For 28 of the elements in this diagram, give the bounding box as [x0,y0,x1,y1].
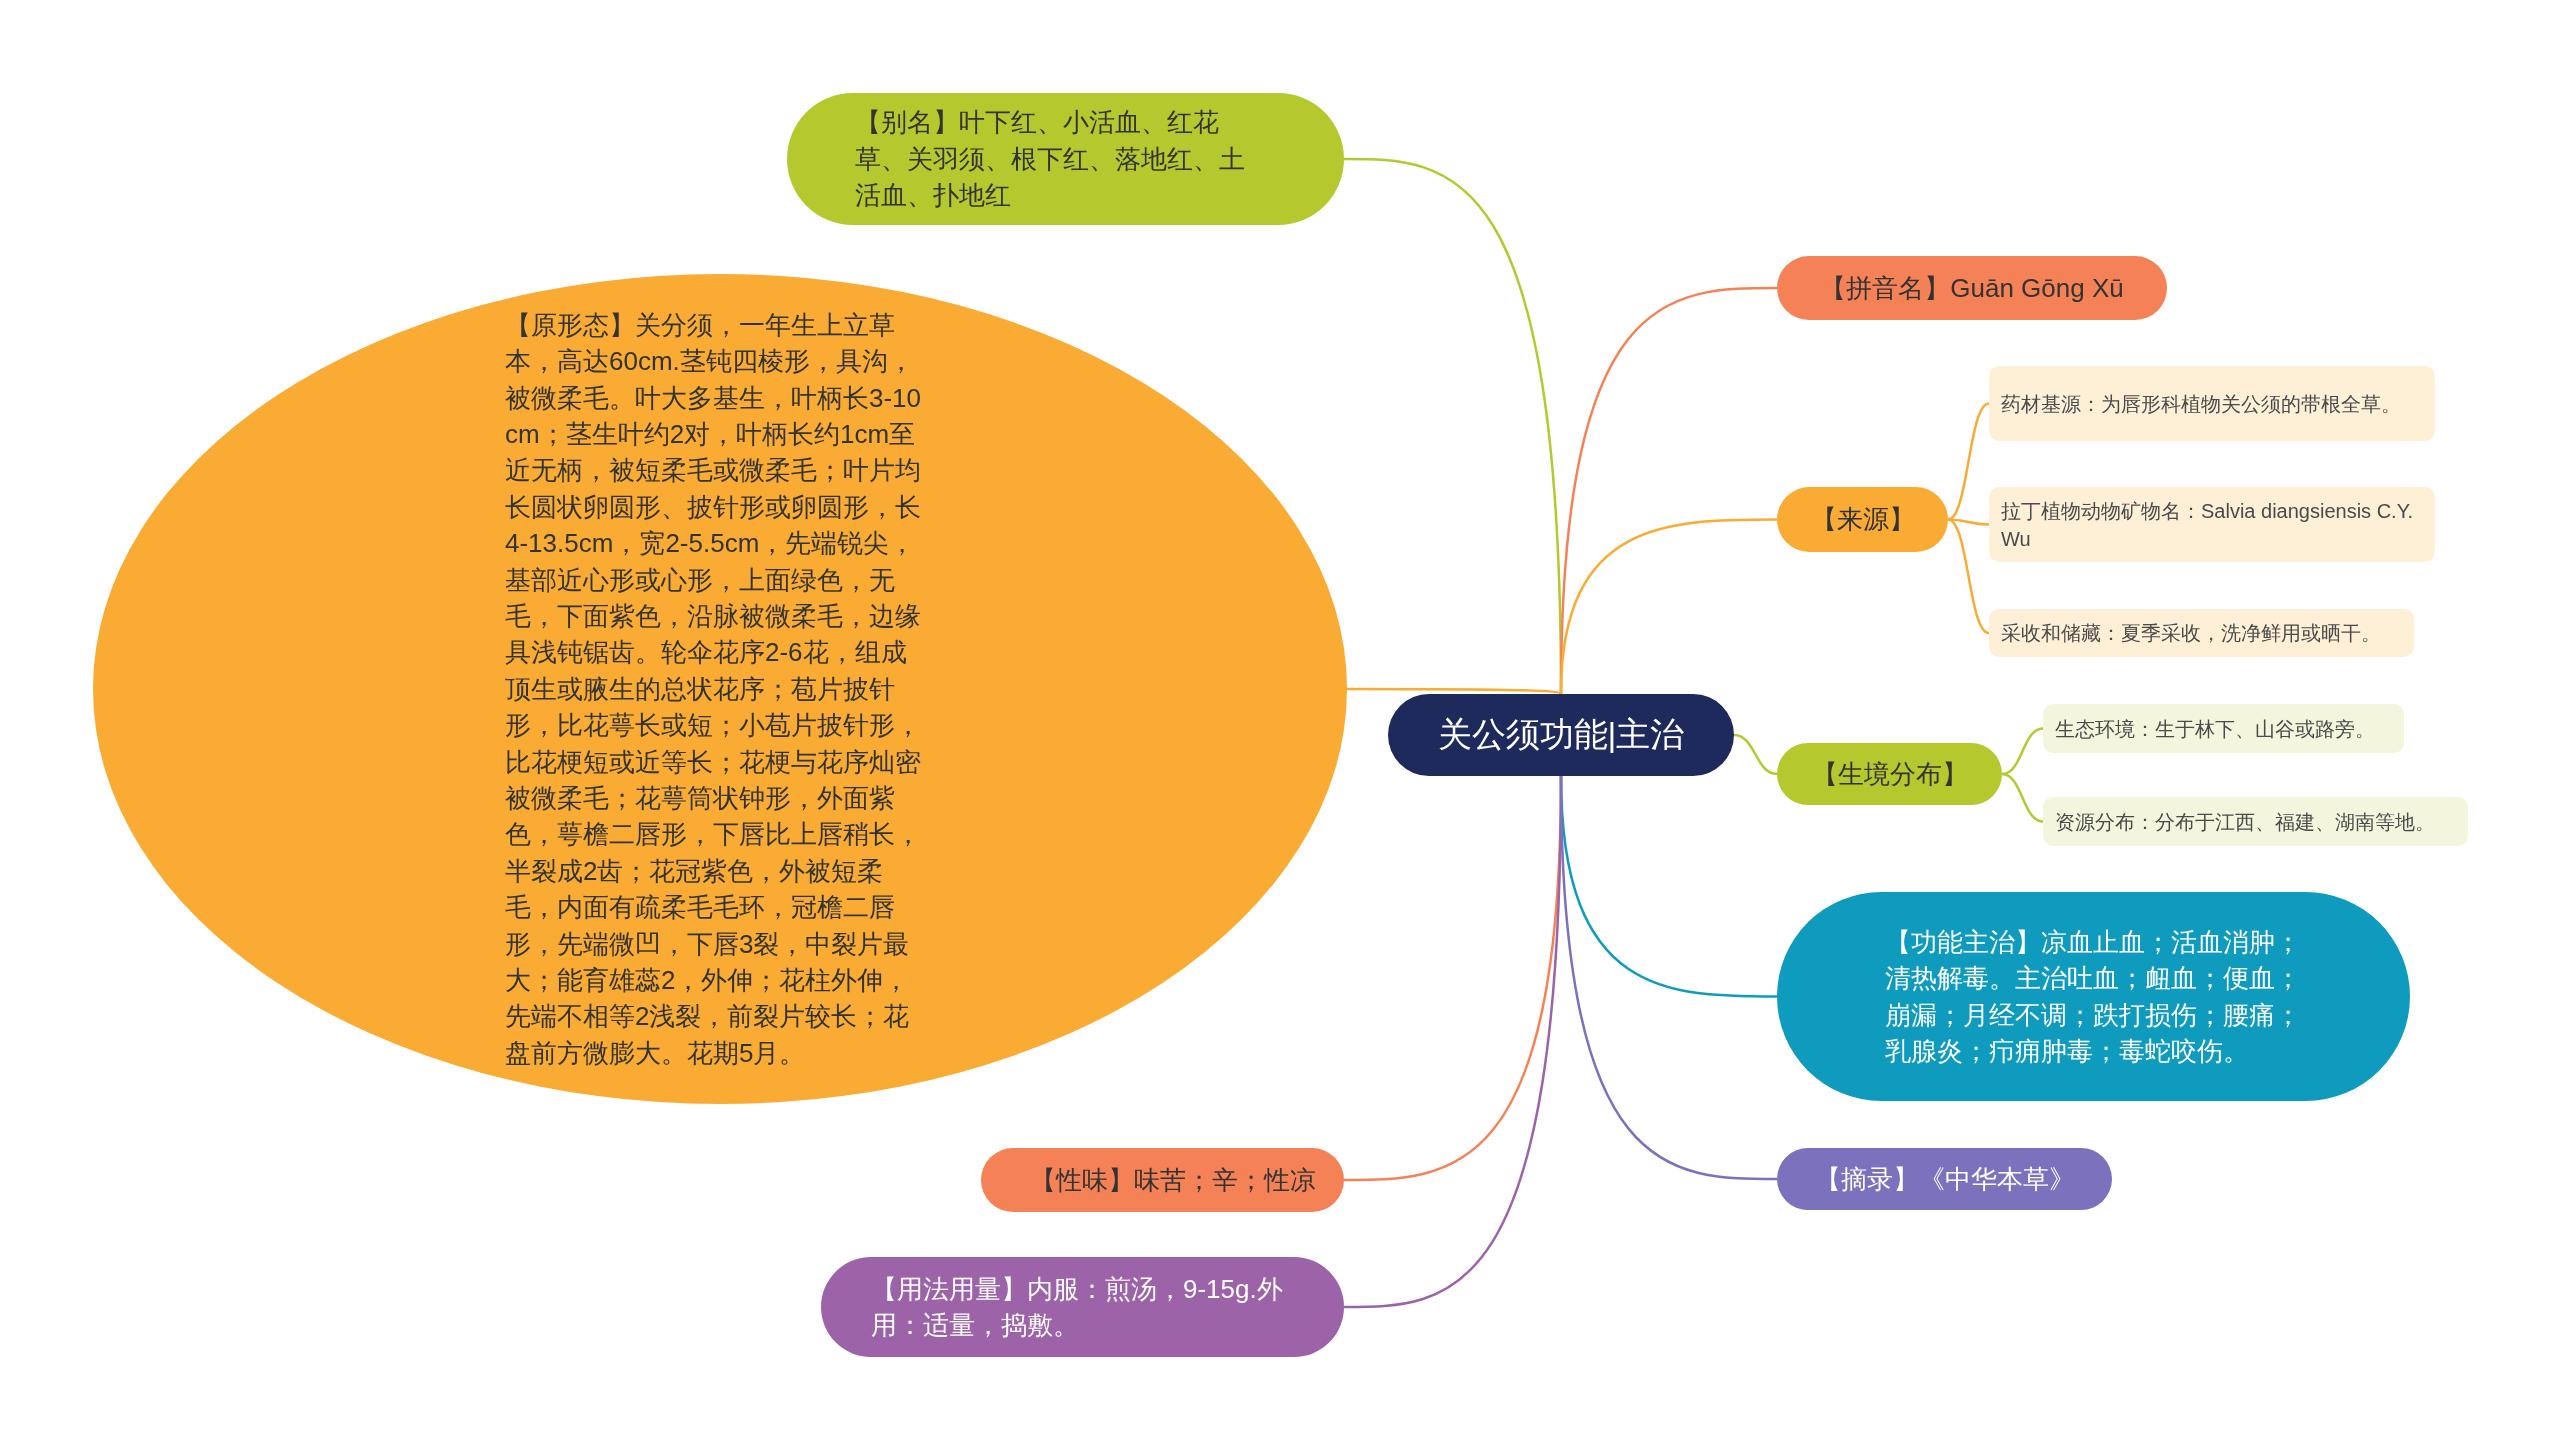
subtopic-card [2043,704,2404,753]
topic-text: 采收和储藏：夏季采收，洗净鲜用或晒干。 [2001,621,2381,646]
topic-text: 【别名】叶下红、小活血、红花草、关羽须、根下红、落地红、土活血、扑地红 [855,106,1246,213]
topic-text: 关公须功能|主治 [1437,714,1685,756]
topic-text: 药材基源：为唇形科植物关公须的带根全草。 [2001,391,2401,417]
topic-text: 【生境分布】 [1811,757,1968,791]
subtopic-card [2043,797,2468,846]
topic-text: 【功能主治】凉血止血；活血消肿；清热解毒。主治吐血；衄血；便血；崩漏；月经不调；跌打损伤；腰痛；乳腺炎；疖痈肿毒；毒蛇咬伤。 [1885,925,2302,1068]
subtopic-card [1989,487,2435,562]
topic-text: 【原形态】关分须，一年生上立草本，高达60cm.茎钝四棱形，具沟，被微柔毛。叶大多基生，叶柄长3-10cm；茎生叶约2对，叶柄长约1cm至近无柄，被短柔毛或微柔毛；叶片均长圆状卵圆形、披针形或卵圆形，长4-13.5cm，宽2-5.5cm，先端锐尖，基部近心形或心形，上面绿色，无毛，下面紫色，沿脉被微柔毛，边缘具浅钝锯齿。轮伞花序2-6花，组成顶生或腋生的总状花序；苞片披针形，比花萼长或短；小苞片披针形，比花梗短或近等长；花梗与花序灿密被微柔毛；花萼筒状钟形，外面紫色，萼檐二唇形，下唇比上唇稍长，半裂成2齿；花冠紫色，外被短柔毛，内面有疏柔毛毛环，冠檐二唇形，先端微凹，下唇3裂，中裂片最大；能育雄蕊2，外伸；花柱外伸，先端不相等2浅裂，前裂片较长；花盘前方微膨大。花期5月。 [505,308,923,1070]
connector-line [1559,775,1777,1181]
subtopic-card [1989,366,2435,441]
connector-line [1947,518,1990,635]
connector-line [1947,402,1990,521]
connector-line [2001,727,2044,776]
topic-text: 【摘录】《中华本草》 [1814,1162,2075,1196]
connector-line [1347,687,1562,696]
subtopic-card [1989,609,2414,657]
topic-text: 生态环境：生于林下、山谷或路旁。 [2055,716,2375,742]
connector-line [1559,518,1777,695]
topic-text: 拉丁植物动物矿物名：Salvia diangsiensis C.Y.Wu [2001,498,2414,552]
topic-text: 【拼音名】Guān Gōng Xū [1820,271,2124,305]
topic-text: 【用法用量】内服：煎汤，9-15g.外用：适量，捣敷。 [871,1272,1284,1342]
topic-text: 【来源】 [1810,503,1915,537]
connector-line [1733,733,1778,776]
connector-line [2001,772,2044,823]
topic-text: 【性味】味苦；辛；性凉 [1029,1163,1316,1197]
topic-text: 资源分布：分布于江西、福建、湖南等地。 [2055,809,2435,835]
